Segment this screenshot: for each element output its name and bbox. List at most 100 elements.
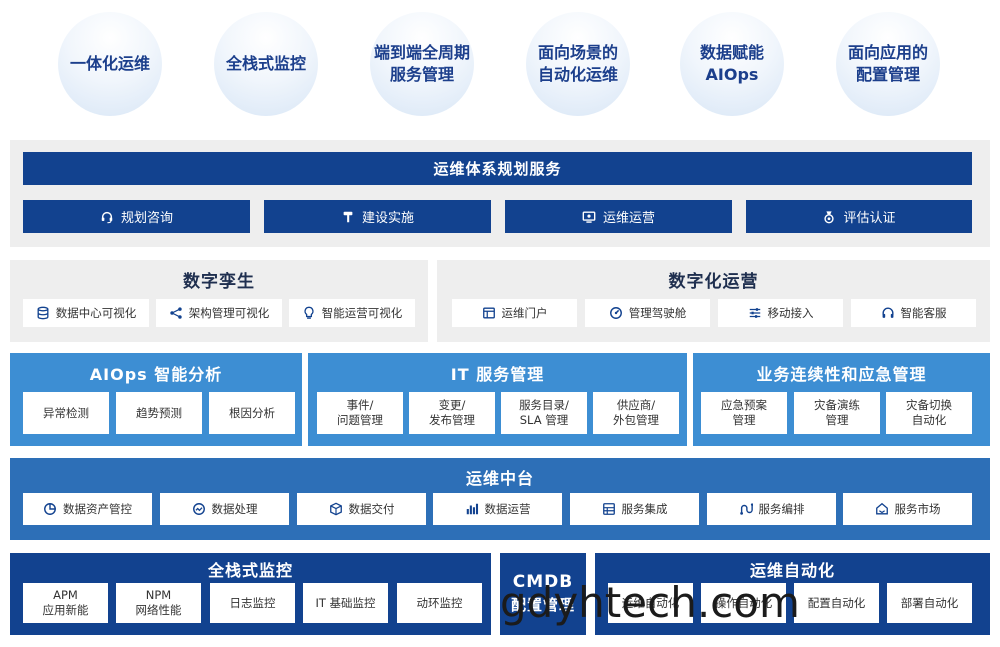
monitoring-item-label: IT 基础监控	[315, 595, 376, 610]
platform-item-label: 数据处理	[211, 501, 258, 516]
planning-item-operations[interactable]: 运维运营	[505, 200, 732, 233]
grid-icon	[602, 502, 616, 516]
monitoring-item-log[interactable]: 日志监控	[210, 583, 295, 623]
digital-twin-title: 数字孪生	[183, 272, 255, 292]
digital-twin-item-arch-visual[interactable]: 架构管理可视化	[156, 299, 282, 327]
share-icon	[169, 306, 183, 320]
bubble-label: 面向应用的 配置管理	[847, 43, 928, 84]
platform-item-data-ops[interactable]: 数据运营	[433, 493, 562, 525]
flow-icon	[739, 502, 753, 516]
bubble-label: 数据赋能 AIOps	[699, 43, 764, 84]
headphones-icon	[881, 306, 895, 320]
window-icon	[482, 306, 496, 320]
platform-item-label: 服务编排	[758, 501, 805, 516]
bubble-app-config-mgmt: 面向应用的 配置管理	[836, 12, 940, 116]
platform-item-processing[interactable]: 数据处理	[160, 493, 289, 525]
bubble-integrated-ops: 一体化运维	[58, 12, 162, 116]
automation-item-ops[interactable]: 运维自动化	[608, 583, 693, 623]
dashboard-icon	[609, 306, 623, 320]
platform-title: 运维中台	[465, 469, 534, 488]
pie-icon	[43, 502, 57, 516]
bcm-item-dr-drill[interactable]: 灾备演练 管理	[794, 392, 880, 434]
planning-item-consulting[interactable]: 规划咨询	[23, 200, 250, 233]
monitoring-item-facility[interactable]: 动环监控	[397, 583, 482, 623]
digital-twin-item-ops-visual[interactable]: 智能运营可视化	[289, 299, 415, 327]
aiops-item-trend[interactable]: 趋势预测	[116, 392, 202, 434]
planning-item-label: 规划咨询	[120, 211, 173, 226]
bcm-item-label: 应急预案 管理	[721, 398, 767, 427]
bubble-full-stack-monitoring: 全栈式监控	[214, 12, 318, 116]
planning-item-implementation[interactable]: 建设实施	[264, 200, 491, 233]
bubble-label: 面向场景的 自动化运维	[537, 43, 618, 84]
platform-item-label: 服务集成	[621, 501, 668, 516]
bcm-title: 业务连续性和应急管理	[756, 365, 927, 384]
monitoring-item-label: 日志监控	[229, 595, 276, 610]
gauge-icon	[192, 502, 206, 516]
bcm-item-dr-switch[interactable]: 灾备切换 自动化	[886, 392, 972, 434]
automation-item-label: 配置自动化	[807, 595, 866, 610]
platform-item-label: 数据资产管控	[63, 501, 132, 516]
aiops-item-label: 根因分析	[229, 405, 275, 420]
bubble-data-aiops: 数据赋能 AIOps	[680, 12, 784, 116]
platform-item-orchestration[interactable]: 服务编排	[707, 493, 836, 525]
automation-item-label: 部署自动化	[900, 595, 959, 610]
itsm-title: IT 服务管理	[450, 365, 545, 384]
bcm-item-label: 灾备切换 自动化	[906, 398, 952, 427]
aiops-item-root-cause[interactable]: 根因分析	[209, 392, 295, 434]
digital-ops-item-label: 移动接入	[767, 305, 814, 320]
digital-twin-item-dc-visual[interactable]: 数据中心可视化	[23, 299, 149, 327]
watermark-text: gdyhtech.com	[500, 578, 800, 627]
itsm-item-catalog[interactable]: 服务目录/ SLA 管理	[501, 392, 587, 434]
digital-twin-item-label: 智能运营可视化	[321, 305, 403, 320]
automation-item-label: 操作自动化	[714, 595, 773, 610]
automation-item-config[interactable]: 配置自动化	[794, 583, 879, 623]
automation-item-label: 运维自动化	[621, 595, 680, 610]
digital-twin-item-label: 数据中心可视化	[55, 305, 137, 320]
automation-item-deploy[interactable]: 部署自动化	[887, 583, 972, 623]
hammer-icon	[341, 210, 355, 224]
monitoring-item-label: 动环监控	[416, 595, 463, 610]
cube-icon	[329, 502, 343, 516]
bubble-label: 端到端全周期 服务管理	[373, 43, 470, 84]
digital-ops-item-mobile[interactable]: 移动接入	[718, 299, 843, 327]
bcm-item-label: 灾备演练 管理	[814, 398, 860, 427]
digital-ops-item-service-bot[interactable]: 智能客服	[851, 299, 976, 327]
aiops-item-label: 异常检测	[43, 405, 89, 420]
planning-item-label: 运维运营	[602, 211, 655, 226]
platform-item-asset[interactable]: 数据资产管控	[23, 493, 152, 525]
itsm-item-label: 服务目录/ SLA 管理	[519, 398, 569, 427]
monitoring-item-apm[interactable]: APM 应用新能	[23, 583, 108, 623]
cmdb-panel[interactable]	[500, 553, 586, 635]
platform-item-integration[interactable]: 服务集成	[570, 493, 699, 525]
itsm-item-change[interactable]: 变更/ 发布管理	[409, 392, 495, 434]
automation-title: 运维自动化	[749, 561, 835, 580]
monitoring-item-npm[interactable]: NPM 网络性能	[116, 583, 201, 623]
bubble-scenario-automation: 面向场景的 自动化运维	[526, 12, 630, 116]
platform-item-delivery[interactable]: 数据交付	[297, 493, 426, 525]
digital-ops-item-portal[interactable]: 运维门户	[452, 299, 577, 327]
aiops-item-anomaly[interactable]: 异常检测	[23, 392, 109, 434]
digital-ops-item-label: 管理驾驶舱	[628, 305, 687, 320]
platform-item-market[interactable]: 服务市场	[843, 493, 972, 525]
bubble-label: 全栈式监控	[225, 54, 306, 73]
monitoring-item-label: APM 应用新能	[42, 588, 89, 617]
aiops-item-label: 趋势预测	[136, 405, 182, 420]
platform-item-label: 数据交付	[348, 501, 395, 516]
cmdb-subtitle: 配置管理	[510, 596, 575, 614]
planning-item-certification[interactable]: 评估认证	[746, 200, 972, 233]
digital-ops-item-label: 智能客服	[900, 305, 947, 320]
itsm-item-vendor[interactable]: 供应商/ 外包管理	[593, 392, 679, 434]
monitoring-title: 全栈式监控	[207, 561, 293, 580]
medal-icon	[822, 210, 836, 224]
digital-ops-item-cockpit[interactable]: 管理驾驶舱	[585, 299, 710, 327]
bubble-e2e-service-mgmt: 端到端全周期 服务管理	[370, 12, 474, 116]
bar-chart-icon	[465, 502, 479, 516]
itsm-item-incident[interactable]: 事件/ 问题管理	[317, 392, 403, 434]
platform-item-label: 数据运营	[484, 501, 531, 516]
headset-icon	[100, 210, 114, 224]
bubble-label: 一体化运维	[69, 54, 150, 73]
bcm-item-emergency-plan[interactable]: 应急预案 管理	[701, 392, 787, 434]
automation-item-operation[interactable]: 操作自动化	[701, 583, 786, 623]
monitoring-item-infra[interactable]: IT 基础监控	[303, 583, 388, 623]
itsm-item-label: 变更/ 发布管理	[429, 398, 475, 427]
